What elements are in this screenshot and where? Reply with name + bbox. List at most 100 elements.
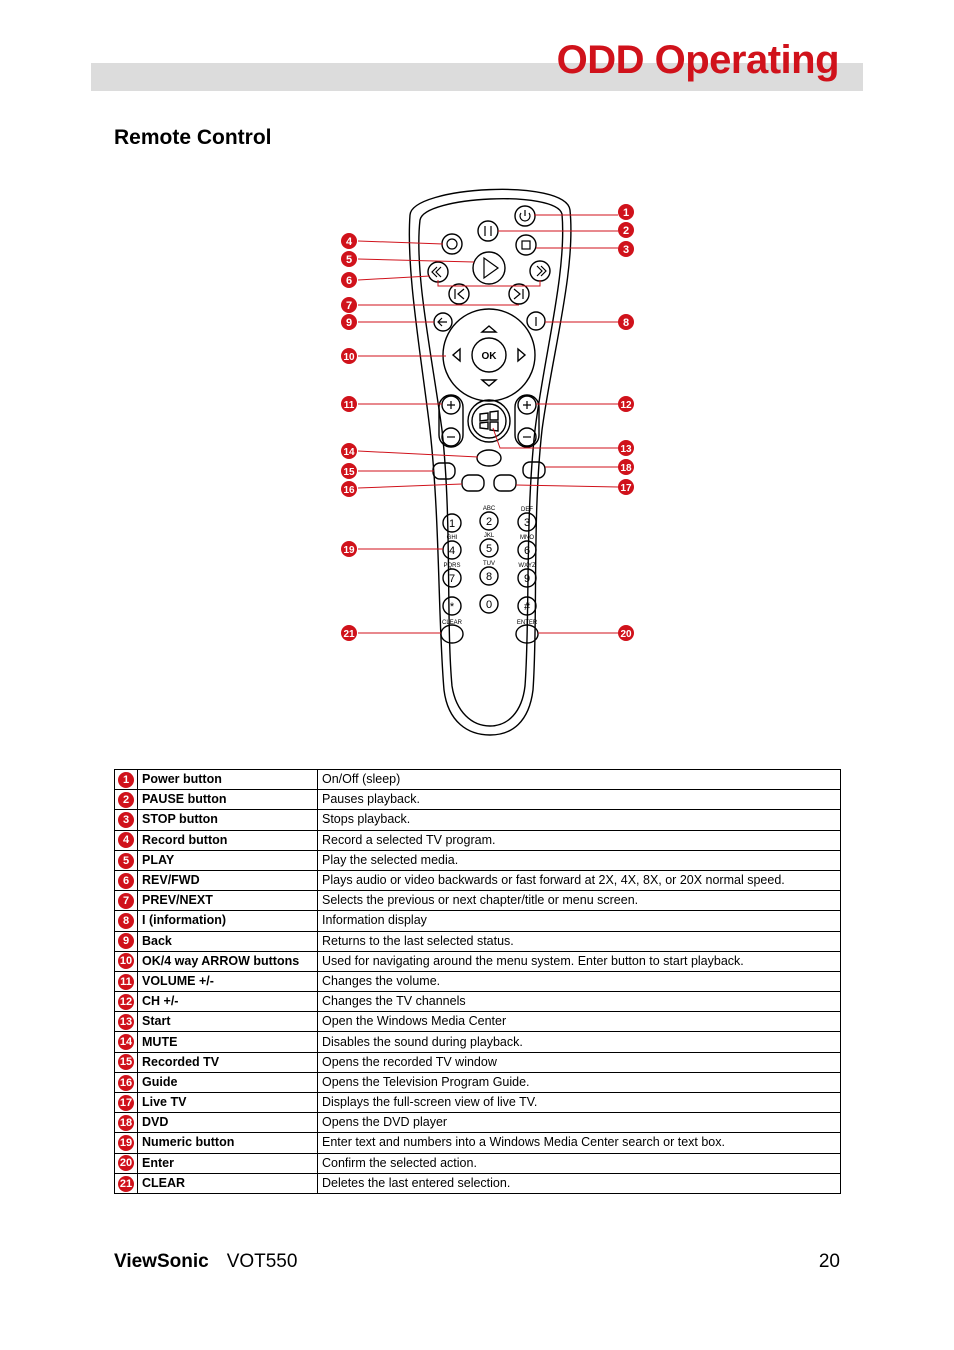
row-number-cell: 8: [114, 910, 138, 932]
callout-13: 13: [618, 440, 634, 456]
button-name-cell: OK/4 way ARROW buttons: [137, 950, 318, 972]
row-number-badge: 13: [118, 1014, 134, 1031]
row-number-cell: 7: [114, 890, 138, 912]
row-number-cell: 14: [114, 1031, 138, 1053]
channel-rocker: [514, 394, 540, 448]
svg-text:14: 14: [343, 447, 355, 458]
digit-key: 8: [486, 571, 492, 583]
svg-text:2: 2: [623, 225, 629, 237]
row-number-badge: 5: [118, 852, 134, 869]
row-number-cell: 1: [114, 768, 138, 791]
callout-18: 18: [618, 459, 634, 475]
digit-key: 9: [524, 573, 530, 585]
row-number-badge: 7: [118, 892, 134, 909]
row-number-cell: 3: [114, 809, 138, 831]
button-description-cell: Deletes the last entered selection.: [317, 1172, 841, 1194]
remote-outline: [408, 188, 572, 736]
row-number-cell: 19: [114, 1132, 138, 1154]
key-label-wxyz: WXYZ: [518, 563, 536, 569]
row-number-badge: 12: [118, 993, 134, 1010]
button-description-cell: Enter text and numbers into a Windows Me…: [317, 1132, 841, 1154]
row-number-cell: 6: [114, 869, 138, 892]
button-description-cell: Open the Windows Media Center: [317, 1011, 841, 1033]
svg-text:4: 4: [346, 236, 353, 248]
svg-text:12: 12: [620, 400, 632, 411]
start-button-shape: [467, 399, 511, 443]
callout-3: 3: [618, 241, 634, 257]
callout-21: 21: [341, 625, 357, 641]
row-number-cell: 5: [114, 849, 138, 871]
guide-button-shape: [461, 474, 485, 492]
svg-text:18: 18: [620, 463, 632, 474]
button-description-cell: Opens the recorded TV window: [317, 1051, 841, 1073]
record-button-shape: [441, 233, 463, 255]
callout-1: 1: [618, 204, 634, 220]
digit-key: *: [450, 601, 455, 613]
row-number-cell: 9: [114, 930, 138, 952]
button-name-cell: Recorded TV: [137, 1051, 318, 1073]
row-number-badge: 16: [118, 1074, 134, 1091]
key-label-mno: MNO: [520, 535, 534, 541]
callout-7: 7: [341, 297, 357, 313]
digit-key: 3: [524, 517, 530, 529]
right-arrow-icon: [517, 347, 527, 363]
svg-text:17: 17: [620, 483, 632, 494]
button-name-cell: CLEAR: [137, 1172, 318, 1194]
row-number-cell: 16: [114, 1071, 138, 1094]
button-description-cell: Disables the sound during playback.: [317, 1031, 841, 1053]
button-description-cell: Plays audio or video backwards or fast f…: [317, 869, 841, 892]
svg-text:19: 19: [343, 545, 355, 556]
key-label-clear: CLEAR: [442, 620, 463, 626]
power-icon: [519, 210, 531, 222]
ok-button-shape: [471, 337, 507, 373]
svg-text:10: 10: [343, 352, 355, 363]
callout-12: 12: [618, 396, 634, 412]
digit-key: 1: [449, 518, 455, 530]
button-description-cell: Play the selected media.: [317, 849, 841, 871]
button-description-cell: On/Off (sleep): [317, 768, 841, 791]
row-number-badge: 10: [118, 953, 134, 970]
svg-text:6: 6: [346, 275, 352, 287]
button-name-cell: MUTE: [137, 1031, 318, 1053]
button-description-cell: Selects the previous or next chapter/tit…: [317, 890, 841, 912]
row-number-badge: 18: [118, 1114, 134, 1131]
key-label-tuv: TUV: [483, 561, 495, 567]
clear-button-shape: [440, 624, 464, 644]
row-number-badge: 21: [118, 1175, 134, 1192]
svg-text:13: 13: [620, 444, 632, 455]
row-number-cell: 18: [114, 1112, 138, 1134]
row-number-badge: 14: [118, 1034, 134, 1051]
stop-icon: [521, 240, 531, 250]
button-description-cell: Record a selected TV program.: [317, 829, 841, 851]
row-number-cell: 4: [114, 829, 138, 851]
button-description-cell: Changes the volume.: [317, 970, 841, 993]
callout-16: 16: [341, 481, 357, 497]
digit-key: 6: [524, 545, 530, 557]
fwd-button-shape: [529, 260, 551, 282]
volume-rocker: [438, 394, 464, 448]
row-number-badge: 1: [118, 771, 134, 788]
digit-key: 7: [449, 573, 455, 585]
pause-icon: [484, 226, 492, 236]
button-name-cell: Numeric button: [137, 1132, 318, 1154]
live-tv-button-shape: [493, 474, 517, 492]
fast-forward-icon: [536, 265, 547, 277]
